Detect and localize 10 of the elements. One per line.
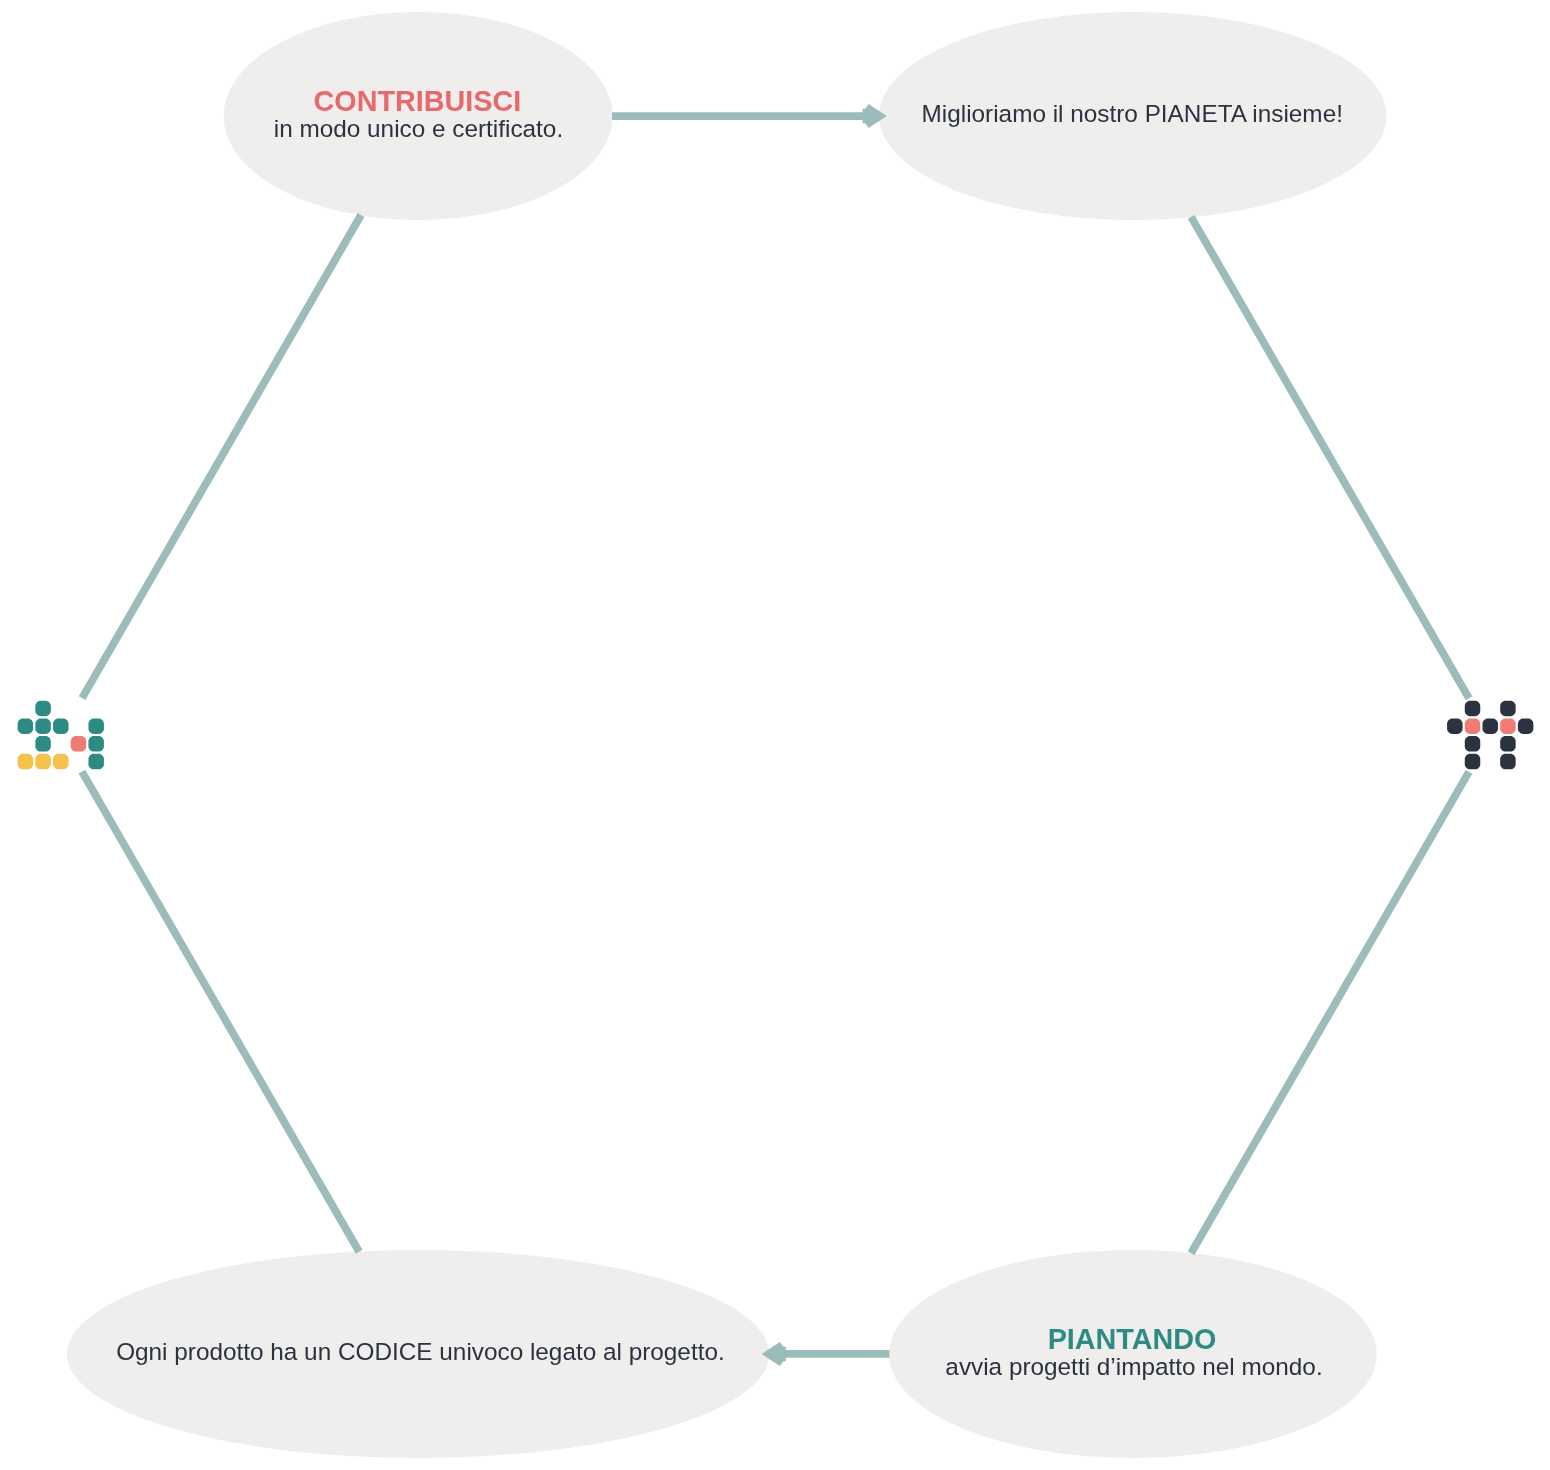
node-ellipse: Ogni prodotto ha un CODICE univoco legato al progetto. <box>66 1249 769 1458</box>
node-ellipse: CONTRIBUISCI in modo unico e certificato. <box>223 12 613 221</box>
node-ellipse: PIANTANDO avvia progetti d’impatto nel mondo. <box>888 1249 1377 1458</box>
connector <box>1187 769 1472 1256</box>
arrow <box>611 103 884 129</box>
connector <box>78 213 364 701</box>
connector <box>1187 214 1472 701</box>
arrow <box>763 1341 889 1367</box>
node-ellipse: Miglioriamo il nostro PIANETA insieme! <box>878 12 1387 221</box>
connector <box>78 769 362 1254</box>
